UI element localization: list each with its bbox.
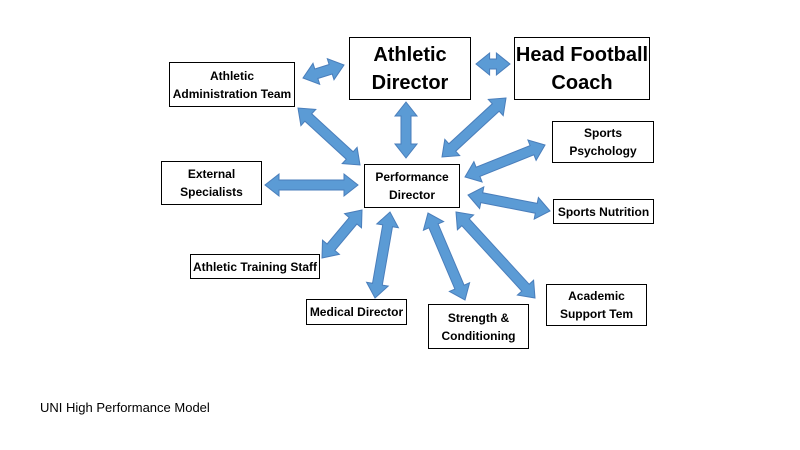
sports-psychology-box: Sports Psychology bbox=[552, 121, 654, 163]
arrow-head-coach-to-performance bbox=[441, 97, 507, 158]
diagram-caption: UNI High Performance Model bbox=[40, 400, 210, 415]
arrow-athletic-director-to-performance bbox=[393, 101, 419, 159]
arrow-admin-to-performance bbox=[297, 107, 361, 166]
medical-director-box: Medical Director bbox=[306, 299, 407, 325]
performance-director-box: Performance Director bbox=[364, 164, 460, 208]
sports-nutrition-box: Sports Nutrition bbox=[553, 199, 654, 224]
athletic-training-staff-box: Athletic Training Staff bbox=[190, 254, 320, 279]
arrow-strength-to-performance bbox=[422, 212, 471, 301]
arrow-training-staff-to-performance bbox=[321, 209, 363, 259]
arrow-nutrition-to-performance bbox=[467, 185, 551, 221]
athletic-administration-team-box: Athletic Administration Team bbox=[169, 62, 295, 107]
arrow-external-to-performance bbox=[264, 172, 359, 198]
arrow-academic-to-performance bbox=[455, 211, 536, 299]
head-football-coach-box: Head Football Coach bbox=[514, 37, 650, 100]
strength-conditioning-box: Strength & Conditioning bbox=[428, 304, 529, 349]
arrow-admin-to-athletic-director bbox=[302, 57, 345, 86]
arrow-psychology-to-performance bbox=[464, 139, 546, 183]
arrow-athletic-director-to-head-coach bbox=[475, 51, 511, 77]
arrow-medical-to-performance bbox=[365, 211, 400, 299]
academic-support-box: Academic Support Tem bbox=[546, 284, 647, 326]
athletic-director-box: Athletic Director bbox=[349, 37, 471, 100]
external-specialists-box: External Specialists bbox=[161, 161, 262, 205]
